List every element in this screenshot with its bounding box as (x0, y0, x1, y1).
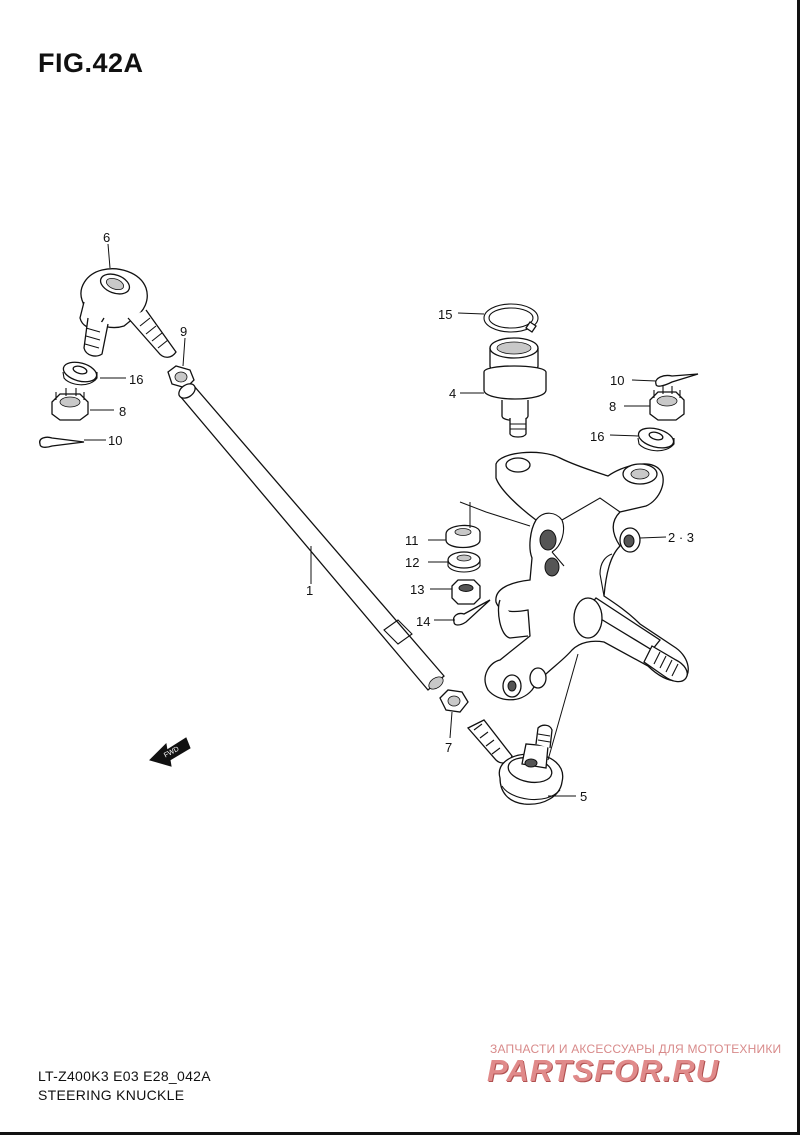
part-ball-joint[interactable] (483, 337, 547, 438)
callout-4: 4 (449, 386, 456, 401)
callout-1: 1 (306, 583, 313, 598)
part-washer-12[interactable] (447, 551, 481, 573)
leader-lines (84, 243, 667, 797)
section-name: STEERING KNUCKLE (38, 1087, 185, 1103)
callout-10-right: 10 (610, 373, 624, 388)
part-lock-nut-upper[interactable] (167, 365, 195, 389)
callout-5: 5 (580, 789, 587, 804)
part-washer-right[interactable] (636, 425, 675, 452)
part-cotter-pin-left[interactable] (39, 436, 85, 448)
part-tie-rod-tube[interactable] (176, 381, 445, 692)
figure-title: FIG.42A (38, 48, 144, 78)
callout-10-left: 10 (108, 433, 122, 448)
part-washer-left[interactable] (61, 359, 99, 386)
callout-16-left: 16 (129, 372, 143, 387)
callout-12: 12 (405, 555, 419, 570)
part-tie-rod-end-lower[interactable] (466, 719, 564, 805)
watermark-logo: PARTSFOR.RU (487, 1053, 720, 1088)
part-steering-knuckle[interactable] (484, 451, 689, 701)
callout-11: 11 (405, 533, 419, 548)
callout-7: 7 (445, 740, 452, 755)
callout-labels: 6 9 16 8 10 15 4 10 8 16 11 12 13 14 2 ·… (103, 230, 694, 804)
callout-14: 14 (416, 614, 430, 629)
watermark-tagline: ЗАПЧАСТИ И АКСЕССУАРЫ ДЛЯ МОТОТЕХНИКИ (490, 1042, 782, 1056)
model-code: LT-Z400K3 E03 E28_042A (38, 1068, 211, 1084)
part-tie-rod-end-upper[interactable] (79, 268, 177, 358)
forward-arrow-icon: FWD (149, 737, 191, 767)
part-castle-nut-left[interactable] (51, 388, 89, 421)
callout-8-left: 8 (119, 404, 126, 419)
part-washer-11[interactable] (445, 524, 481, 549)
part-cotter-pin-14[interactable] (452, 599, 491, 626)
part-castle-nut-13[interactable] (451, 579, 481, 605)
callout-16-right: 16 (590, 429, 604, 444)
callout-2-3: 2 · 3 (668, 530, 694, 545)
callout-9: 9 (180, 324, 187, 339)
part-castle-nut-right[interactable] (649, 386, 685, 421)
callout-13: 13 (410, 582, 424, 597)
callout-8-right: 8 (609, 399, 616, 414)
part-lock-nut-lower[interactable] (439, 689, 469, 713)
part-cotter-pin-right[interactable] (655, 373, 699, 387)
callout-6: 6 (103, 230, 110, 245)
callout-15: 15 (438, 307, 452, 322)
part-circlip[interactable] (483, 303, 539, 333)
